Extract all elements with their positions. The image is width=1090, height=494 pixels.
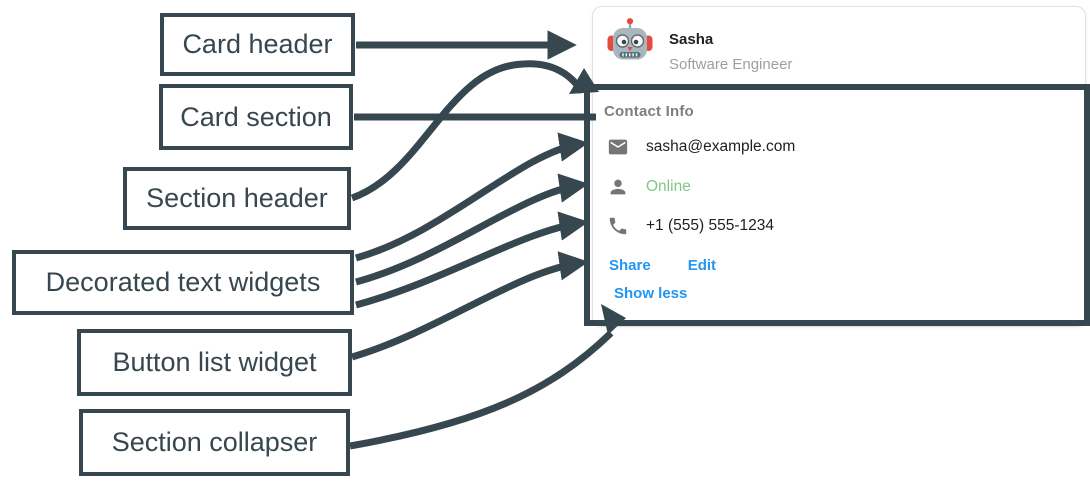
arrow-section-collapser (349, 330, 614, 450)
arrow-section-header (350, 60, 585, 202)
arrow-decorated-2 (355, 173, 589, 286)
section-collapser[interactable]: Show less (614, 285, 688, 302)
section-header: Contact Info (604, 103, 694, 120)
email-row: sasha@example.com (607, 134, 795, 160)
arrow-button-list (351, 251, 589, 361)
label-section-collapser: Section collapser (79, 409, 350, 476)
label-section-header: Section header (123, 167, 351, 230)
label-text: Section collapser (111, 427, 318, 457)
edit-button[interactable]: Edit (687, 257, 717, 274)
label-card-header: Card header (160, 13, 355, 76)
label-text: Card section (180, 101, 332, 132)
email-text: sasha@example.com (646, 138, 796, 155)
button-list: Share Edit (609, 257, 716, 274)
phone-icon (609, 217, 627, 235)
phone-row: +1 (555) 555-1234 (607, 213, 774, 239)
person-icon (610, 179, 626, 195)
contact-card: Sasha Software Engineer Contact Info sas… (592, 6, 1086, 327)
status-row: Online (607, 174, 691, 200)
user-role: Software Engineer (669, 56, 793, 73)
arrow-decorated-3 (355, 211, 589, 309)
label-card-section: Card section (159, 84, 353, 150)
label-button-list-widget: Button list widget (77, 329, 352, 396)
share-button[interactable]: Share (609, 257, 651, 274)
label-text: Section header (146, 183, 328, 213)
label-decorated-text-widgets: Decorated text widgets (12, 250, 354, 315)
label-text: Button list widget (112, 347, 317, 377)
phone-text: +1 (555) 555-1234 (646, 217, 774, 234)
card-section-highlight (584, 84, 1090, 326)
mail-icon (608, 139, 628, 155)
robot-avatar (606, 16, 654, 64)
label-text: Card header (182, 29, 333, 59)
user-name: Sasha (669, 31, 714, 48)
arrow-decorated-1 (355, 132, 589, 262)
label-text: Decorated text widgets (45, 267, 321, 297)
status-text: Online (646, 178, 691, 195)
